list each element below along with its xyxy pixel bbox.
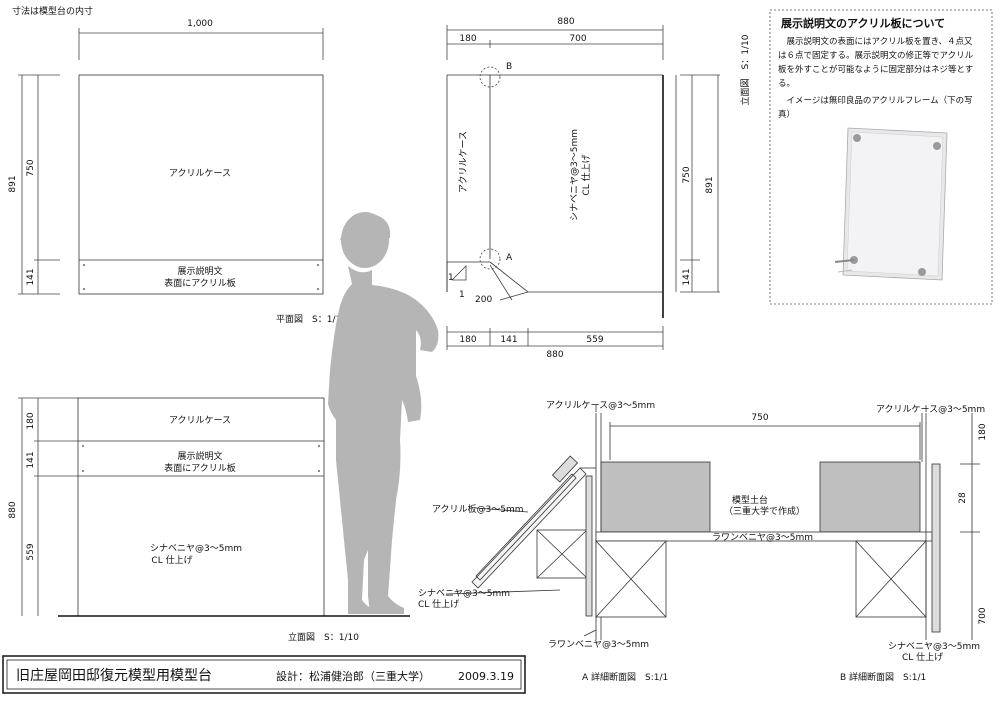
detail-a-caption: A 詳細断面図 S:1/1 <box>582 671 668 683</box>
detail-b-case-label: アクリルケース@3〜5mm <box>876 404 985 415</box>
front-panel-label-2: 表面にアクリル板 <box>164 462 236 474</box>
project-title: 旧庄屋岡田邸復元模型用模型台 <box>16 667 212 684</box>
front-dim-141: 141 <box>26 451 36 468</box>
plan-dim-left-lower: 141 <box>26 268 36 285</box>
note-line-3: 板を外すことが可能なように固定部分はネジ等とす <box>778 64 973 75</box>
side-view <box>446 25 720 350</box>
front-dim-559: 559 <box>26 543 36 560</box>
plan-dim-top: 1,000 <box>187 19 213 29</box>
note-line-2: は６点で固定する。展示説明文の修正等でアクリル <box>778 50 974 61</box>
drawing-date: 2009.3.19 <box>458 670 514 683</box>
front-caption: 立面図 S：1/10 <box>288 631 359 643</box>
plan-panel-label-2: 表面にアクリル板 <box>164 277 236 289</box>
designer-credit: 設計：松浦健治郎（三重大学） <box>276 669 430 683</box>
side-dim-top-b: 700 <box>569 34 586 44</box>
side-slope-200: 200 <box>475 295 492 305</box>
front-panel-label-1: 展示説明文 <box>177 450 222 462</box>
note-line-1: 展示説明文の表面にはアクリル板を置き、４点又 <box>778 36 973 47</box>
detail-model-label-1: 模型土台 <box>732 494 768 506</box>
detail-dim-750: 750 <box>751 413 768 423</box>
detail-b-dim-700: 700 <box>978 607 988 624</box>
side-dim-right-lower: 141 <box>682 268 692 285</box>
note-line-6: 真） <box>778 109 795 120</box>
front-dim-880: 880 <box>8 501 18 518</box>
side-finish-label: CL 仕上げ <box>580 154 592 195</box>
detail-b-plywood-label: シナベニヤ@3〜5mm <box>888 641 980 652</box>
note-line-5: イメージは無印良品のアクリルフレーム（下の写 <box>778 95 973 106</box>
human-silhouette <box>328 212 439 614</box>
side-case-label: アクリルケース <box>458 131 469 193</box>
detail-drawings <box>445 405 980 640</box>
plan-view <box>18 28 324 295</box>
side-dim-bot-a: 180 <box>459 335 476 345</box>
detail-model-label-2: （三重大学で作成） <box>724 505 805 517</box>
front-finish-label: CL 仕上げ <box>151 554 192 566</box>
dimension-note: 寸法は模型台の内寸 <box>12 5 93 17</box>
side-slope-1b: 1 <box>459 290 465 300</box>
side-marker-b: B <box>506 62 512 72</box>
detail-lauan-label: ラワンベニヤ@3〜5mm <box>712 532 813 543</box>
detail-a-plywood-label: シナベニヤ@3〜5mm <box>418 588 510 599</box>
note-line-4: る。 <box>778 79 795 89</box>
plan-dim-left-upper: 750 <box>26 159 36 176</box>
side-dim-right-total: 891 <box>705 176 715 193</box>
front-dim-180: 180 <box>26 412 36 429</box>
side-dim-bot-c: 559 <box>586 335 603 345</box>
plan-dim-left-total: 891 <box>8 175 18 192</box>
plan-caption: 平面図 S：1/10 <box>276 314 347 325</box>
detail-a-finish-label: CL 仕上げ <box>418 598 459 610</box>
side-plywood-label: シナベニヤ@3〜5mm <box>569 129 580 221</box>
side-marker-a: A <box>506 253 513 263</box>
side-dim-top-a: 180 <box>459 34 476 44</box>
plan-panel-label-1: 展示説明文 <box>177 265 222 277</box>
detail-b-dim-180: 180 <box>978 423 988 440</box>
side-caption: 立面図 S：1/10 <box>739 34 751 105</box>
acrylic-frame-photo <box>834 127 948 281</box>
side-dim-bot-b: 141 <box>500 335 517 345</box>
plan-case-label: アクリルケース <box>169 168 231 179</box>
detail-a-lauan-label: ラワンベニヤ@3〜5mm <box>548 639 649 650</box>
side-dim-bot-total: 880 <box>546 350 563 360</box>
title-block: 旧庄屋岡田邸復元模型用模型台 設計：松浦健治郎（三重大学） 2009.3.19 <box>2 655 526 694</box>
acrylic-note-box: 展示説明文のアクリル板について 展示説明文の表面にはアクリル板を置き、４点又 は… <box>769 9 993 305</box>
detail-b-caption: B 詳細断面図 S:1/1 <box>840 671 926 683</box>
front-case-label: アクリルケース <box>169 415 231 426</box>
detail-b-finish-label: CL 仕上げ <box>902 651 943 663</box>
front-plywood-label: シナベニヤ@3〜5mm <box>150 543 242 554</box>
detail-a-case-label: アクリルケース@3〜5mm <box>546 400 655 411</box>
note-title: 展示説明文のアクリル板について <box>780 16 945 30</box>
front-view <box>18 397 410 617</box>
side-dim-top-total: 880 <box>557 17 574 27</box>
detail-a-acrylic-label: アクリル板@3〜5mm <box>432 503 524 515</box>
side-dim-right-upper: 750 <box>682 166 692 183</box>
detail-b-dim-28: 28 <box>958 492 968 504</box>
side-slope-1a: 1 <box>448 273 454 283</box>
